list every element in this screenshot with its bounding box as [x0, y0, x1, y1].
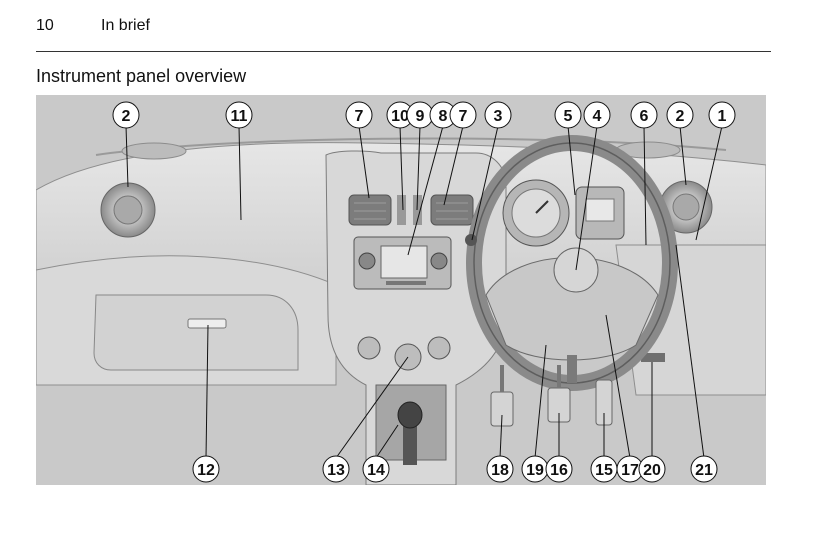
- svg-text:11: 11: [231, 108, 248, 125]
- callout-15: 15: [590, 455, 618, 483]
- svg-text:1: 1: [718, 108, 727, 125]
- svg-text:4: 4: [593, 108, 602, 125]
- callout-19: 19: [521, 455, 549, 483]
- glovebox: [93, 294, 299, 371]
- audio-knob-right: [430, 252, 448, 270]
- page-heading: Instrument panel overview: [36, 66, 247, 86]
- svg-text:21: 21: [695, 462, 713, 479]
- callout-21: 21: [690, 455, 718, 483]
- svg-text:3: 3: [494, 108, 503, 125]
- callout-20: 20: [638, 455, 666, 483]
- callout-17: 17: [616, 455, 644, 483]
- svg-text:12: 12: [197, 462, 215, 479]
- callout-10: 10: [386, 101, 414, 129]
- climate-knob-right: [427, 336, 451, 360]
- svg-text:19: 19: [526, 462, 544, 479]
- page-number: 10: [36, 17, 54, 34]
- svg-text:15: 15: [595, 462, 613, 479]
- callout-11-dashboard: 11: [225, 101, 253, 129]
- svg-text:14: 14: [367, 462, 385, 479]
- callout-14: 14: [362, 455, 390, 483]
- callout-5: 5: [554, 101, 582, 129]
- ignition-switch: [465, 234, 477, 246]
- svg-text:6: 6: [640, 108, 649, 125]
- instrument-panel-illustration: 2 11 7 10 9 8 7 3 5 4 6 2 1 12 13 14 18 …: [36, 95, 766, 485]
- callout-18: 18: [486, 455, 514, 483]
- center-vent-left: [348, 194, 392, 226]
- callout-9: 9: [406, 101, 434, 129]
- callout-6: 6: [630, 101, 658, 129]
- callout-2-left-vent: 2: [112, 101, 140, 129]
- svg-text:2: 2: [676, 108, 685, 125]
- callouts-top: 2 11 7 10 9 8 7 3 5 4 6 2 1: [112, 101, 736, 129]
- svg-text:20: 20: [643, 462, 661, 479]
- callout-12: 12: [192, 455, 220, 483]
- callout-4: 4: [583, 101, 611, 129]
- callout-7-center-vent-left: 7: [345, 101, 373, 129]
- callout-13: 13: [322, 455, 350, 483]
- glovebox-handle: [187, 318, 227, 329]
- callout-7-center-vent-right: 7: [449, 101, 477, 129]
- svg-text:5: 5: [564, 108, 573, 125]
- svg-text:17: 17: [621, 462, 639, 479]
- callout-2-right-vent: 2: [666, 101, 694, 129]
- section-title: In brief: [101, 17, 150, 34]
- center-vent-right: [430, 194, 474, 226]
- steering-wheel-hub: [485, 257, 659, 361]
- svg-text:8: 8: [439, 108, 448, 125]
- callouts-bottom: 12 13 14 18 19 16 15 17 20 21: [192, 455, 718, 483]
- svg-text:2: 2: [122, 108, 131, 125]
- svg-text:18: 18: [491, 462, 509, 479]
- svg-text:7: 7: [459, 108, 468, 125]
- gear-lever-shaft: [403, 420, 417, 465]
- climate-knob-left: [357, 336, 381, 360]
- svg-text:13: 13: [327, 462, 345, 479]
- callout-16: 16: [545, 455, 573, 483]
- svg-text:7: 7: [355, 108, 364, 125]
- audio-display: [380, 245, 428, 279]
- callout-3: 3: [484, 101, 512, 129]
- hood-release-lever: [641, 353, 665, 362]
- header-divider: [36, 51, 771, 52]
- svg-text:16: 16: [550, 462, 568, 479]
- audio-knob-left: [358, 252, 376, 270]
- callout-1: 1: [708, 101, 736, 129]
- svg-text:9: 9: [416, 108, 425, 125]
- gear-lever-knob: [397, 401, 423, 429]
- svg-text:10: 10: [391, 108, 409, 125]
- left-speaker-grille: [121, 142, 187, 160]
